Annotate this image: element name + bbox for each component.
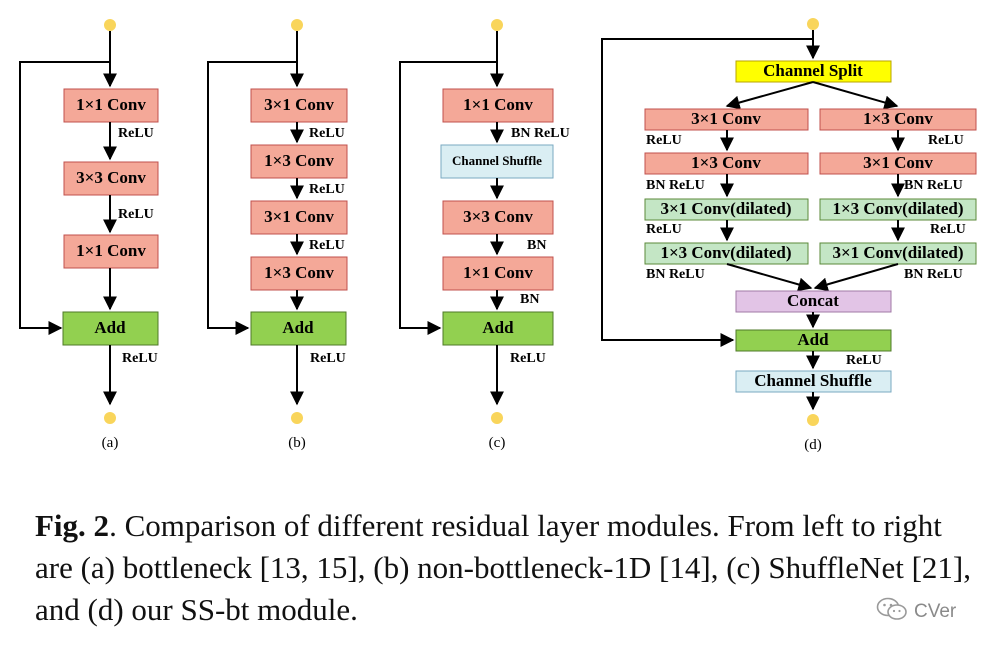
- wechat-icon: [876, 596, 908, 628]
- conv-box-1: [442, 88, 554, 123]
- box-label: 3×1 Conv(dilated): [832, 243, 963, 262]
- box-label: Channel Split: [763, 61, 863, 80]
- box-label: 1×1 Conv: [463, 95, 533, 114]
- box-label: Add: [282, 318, 314, 337]
- panel-a: 1×1 Conv ReLU 3×3 Conv ReLU 1×1 Conv Add…: [19, 19, 159, 451]
- activation-label: ReLU: [122, 351, 158, 366]
- subfigure-label: (a): [102, 435, 119, 451]
- activation-label: ReLU: [930, 222, 966, 237]
- box-label: 3×1 Conv: [691, 109, 761, 128]
- add-box: [62, 311, 159, 346]
- box-label: 1×3 Conv: [691, 153, 761, 172]
- panel-d: Channel Split 3×1 Conv ReLU 1×3 Conv BN …: [601, 18, 977, 453]
- box-label: 1×1 Conv: [463, 263, 533, 282]
- box-label: 3×3 Conv: [76, 168, 146, 187]
- box-label: 3×1 Conv(dilated): [660, 199, 791, 218]
- figure-label: Fig. 2: [35, 508, 110, 543]
- add-box: [442, 311, 554, 346]
- box-label: 3×3 Conv: [463, 207, 533, 226]
- subfigure-label: (c): [489, 435, 506, 451]
- activation-label: ReLU: [846, 353, 882, 368]
- activation-label: BN ReLU: [646, 178, 705, 193]
- conv-box-2: [442, 200, 554, 235]
- activation-label: BN ReLU: [904, 178, 963, 193]
- conv-box-2: [63, 161, 159, 196]
- box-label: 3×1 Conv: [264, 207, 334, 226]
- conv-box-2: [250, 144, 348, 179]
- output-node: [807, 414, 819, 426]
- conv-box-4: [250, 256, 348, 291]
- input-node: [291, 19, 303, 31]
- channel-shuffle-box: [440, 144, 554, 179]
- conv-box-1: [250, 88, 348, 123]
- box-label: Add: [797, 330, 829, 349]
- subfigure-label: (b): [288, 435, 306, 451]
- conv-box-3: [63, 234, 159, 269]
- box-label: 1×3 Conv: [264, 151, 334, 170]
- activation-label: ReLU: [646, 222, 682, 237]
- left-dilated-box-2: [644, 242, 809, 265]
- box-label: 1×1 Conv: [76, 95, 146, 114]
- activation-label: BN: [527, 238, 546, 253]
- box-label: Channel Shuffle: [754, 371, 872, 390]
- input-node: [807, 18, 819, 30]
- watermark: CVer: [876, 596, 956, 628]
- box-label: Concat: [787, 291, 839, 310]
- activation-label: ReLU: [118, 126, 154, 141]
- box-label: Add: [94, 318, 126, 337]
- activation-label: BN ReLU: [511, 126, 570, 141]
- activation-label: ReLU: [309, 238, 345, 253]
- conv-box-3: [250, 200, 348, 235]
- figure-caption: Fig. 2. Comparison of different residual…: [35, 505, 975, 631]
- activation-label: BN ReLU: [904, 267, 963, 282]
- activation-label: BN ReLU: [646, 267, 705, 282]
- add-box: [250, 311, 347, 346]
- conv-box-3: [442, 256, 554, 291]
- box-label: 3×1 Conv: [863, 153, 933, 172]
- subfigure-label: (d): [804, 437, 822, 453]
- activation-label: ReLU: [928, 133, 964, 148]
- activation-label: ReLU: [309, 126, 345, 141]
- panel-b: 3×1 Conv ReLU 1×3 Conv ReLU 3×1 Conv ReL…: [207, 19, 348, 451]
- box-label: 1×3 Conv: [863, 109, 933, 128]
- box-label: Channel Shuffle: [452, 153, 542, 168]
- activation-label: ReLU: [309, 182, 345, 197]
- activation-label: ReLU: [310, 351, 346, 366]
- activation-label: BN: [520, 292, 539, 307]
- input-node: [104, 19, 116, 31]
- output-node: [104, 412, 116, 424]
- output-node: [491, 412, 503, 424]
- input-node: [491, 19, 503, 31]
- activation-label: ReLU: [510, 351, 546, 366]
- box-label: 1×3 Conv(dilated): [832, 199, 963, 218]
- box-label: 1×1 Conv: [76, 241, 146, 260]
- box-label: 1×3 Conv(dilated): [660, 243, 791, 262]
- caption-text: . Comparison of different residual layer…: [35, 508, 971, 627]
- box-label: 3×1 Conv: [264, 95, 334, 114]
- residual-modules-diagram: 1×1 Conv ReLU 3×3 Conv ReLU 1×1 Conv Add…: [19, 18, 977, 453]
- panel-c: 1×1 Conv BN ReLU Channel Shuffle 3×3 Con…: [399, 19, 570, 451]
- output-node: [291, 412, 303, 424]
- activation-label: ReLU: [646, 133, 682, 148]
- watermark-text: CVer: [914, 601, 957, 622]
- box-label: Add: [482, 318, 514, 337]
- box-label: 1×3 Conv: [264, 263, 334, 282]
- activation-label: ReLU: [118, 207, 154, 222]
